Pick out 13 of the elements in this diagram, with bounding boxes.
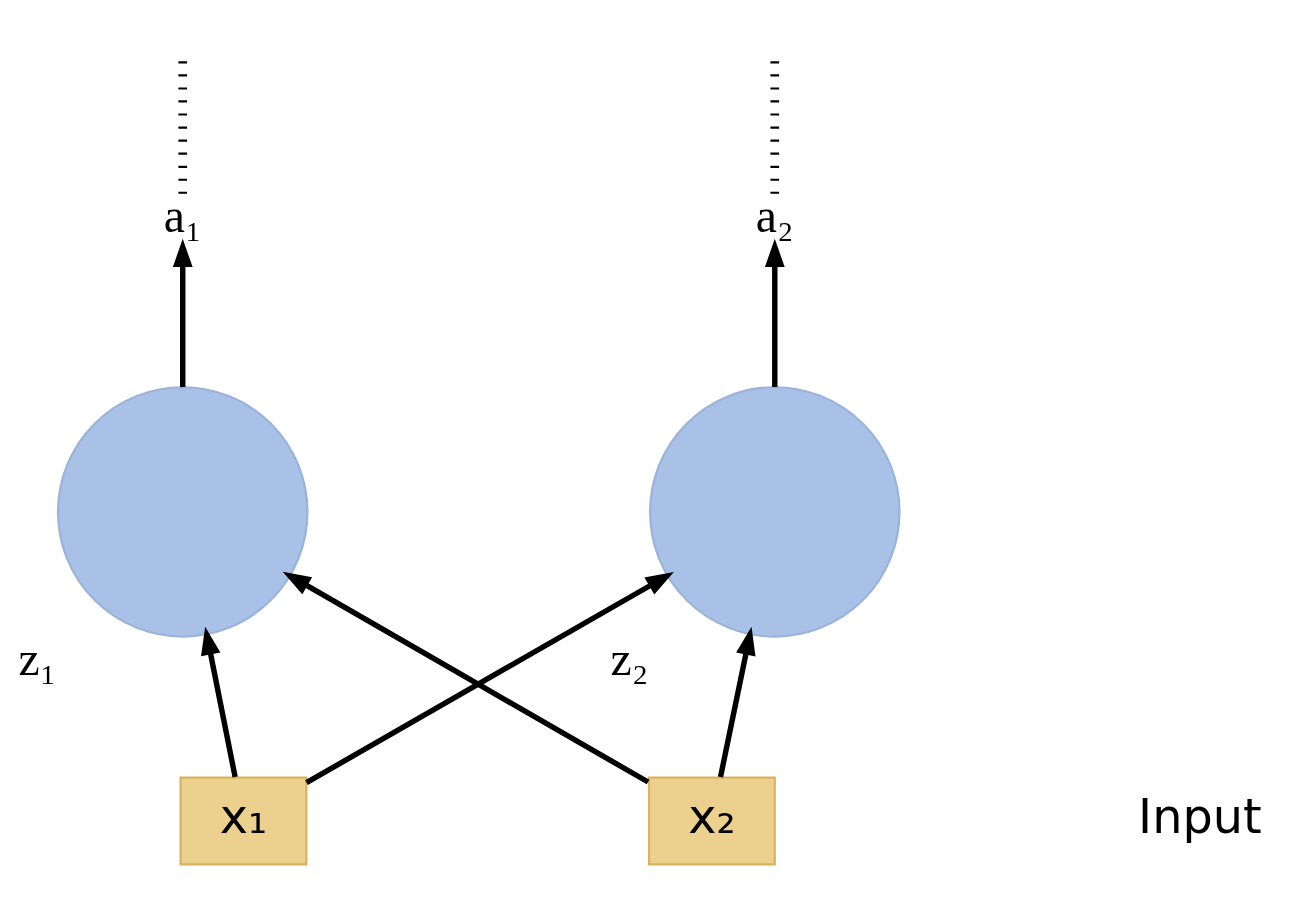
node-box: x₁ (179, 776, 308, 865)
label: Input (1138, 788, 1262, 844)
arrow (717, 626, 756, 778)
node-label: z₁ (18, 631, 57, 685)
node-circle (56, 385, 309, 638)
arrow (764, 238, 785, 387)
node-box: x₂ (647, 776, 776, 865)
arrow (172, 238, 193, 387)
node-text: a₁ (163, 188, 202, 242)
node-text: a₂ (755, 188, 794, 242)
arrow (201, 626, 238, 778)
node-circle (649, 385, 901, 638)
node-label: z₂ (610, 631, 649, 685)
